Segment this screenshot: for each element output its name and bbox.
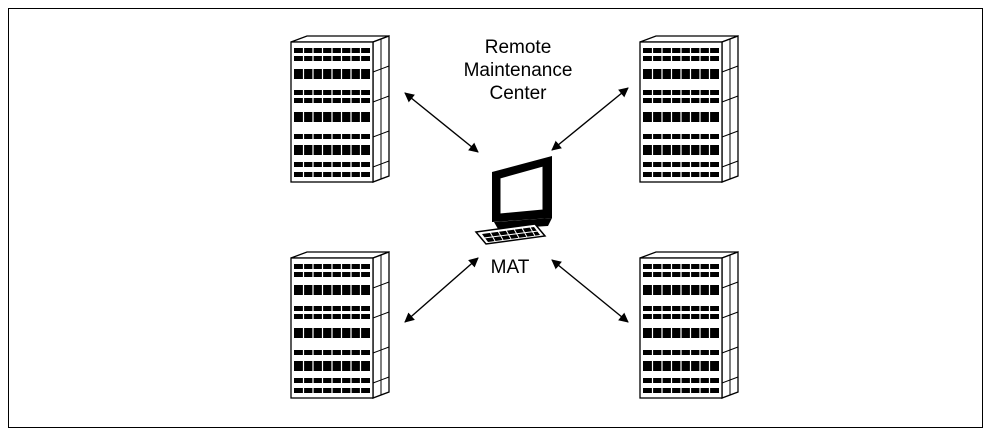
server-rack-top-right (639, 35, 739, 183)
arrow-bottom-left (404, 257, 479, 323)
mat-label: MAT (490, 257, 530, 278)
center-label-line-3: Center (489, 83, 547, 104)
computer-terminal-icon (474, 156, 552, 245)
center-label-line-1: Remote (484, 37, 552, 58)
server-rack-bottom-left (290, 251, 390, 399)
maintenance-network-diagram (290, 35, 739, 399)
center-label-line-2: Maintenance (463, 60, 573, 81)
arrow-top-left (404, 92, 479, 153)
arrow-top-right (551, 87, 629, 151)
arrow-bottom-right (551, 259, 629, 323)
remote-maintenance-center-label: Remote Maintenance Center (463, 36, 573, 105)
server-rack-top-left (290, 35, 390, 183)
server-rack-bottom-right (639, 251, 739, 399)
